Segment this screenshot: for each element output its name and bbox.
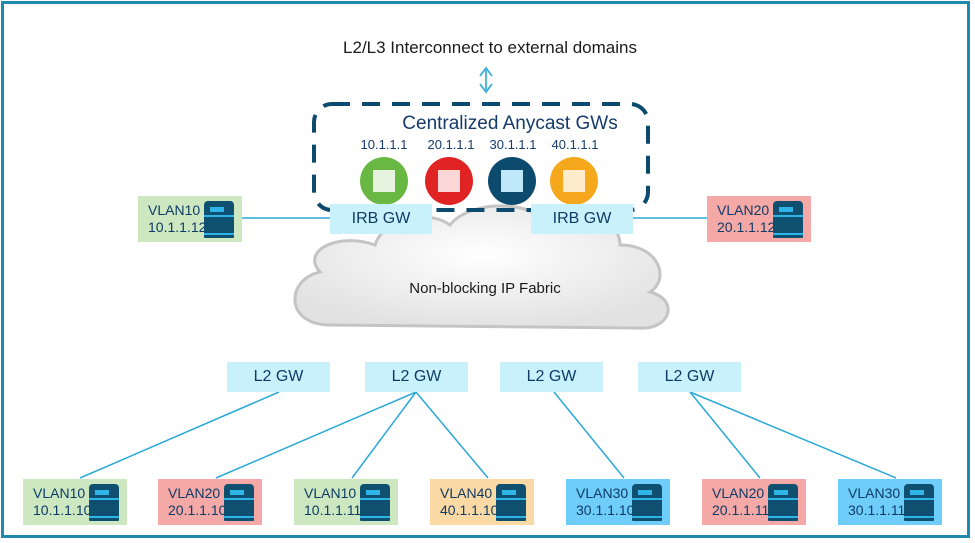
router-icon[interactable] [488, 157, 536, 205]
server-icon [89, 484, 119, 521]
fabric-label: Non-blocking IP Fabric [409, 280, 561, 297]
server-icon [496, 484, 526, 521]
interconnect-title: L2/L3 Interconnect to external domains [343, 38, 637, 57]
host-vlan: VLAN40 [440, 485, 493, 501]
host-vlan: VLAN10 [33, 485, 86, 501]
host-ip: 20.1.1.11 [712, 502, 770, 518]
link-l2gw1-host1 [79, 391, 280, 479]
host-vlan: VLAN20 [717, 202, 770, 218]
host-ip: 10.1.1.12 [148, 219, 207, 235]
host-vlan: VLAN30 [848, 485, 901, 501]
gateway-ip: 20.1.1.1 [427, 137, 475, 152]
host-ip: 20.1.1.10 [168, 502, 227, 518]
server-icon [632, 484, 662, 521]
l2-gateway[interactable]: L2 GW [227, 362, 330, 392]
server-icon [224, 484, 254, 521]
router-icon[interactable] [360, 157, 408, 205]
l2-gateway[interactable]: L2 GW [365, 362, 468, 392]
host-vlan: VLAN30 [576, 485, 629, 501]
server-icon [360, 484, 390, 521]
host-ip: 10.1.1.10 [33, 502, 92, 518]
link-l2gw4-host6 [689, 391, 761, 479]
host-vlan: VLAN10 [148, 202, 201, 218]
host-ip: 20.1.1.12 [717, 219, 776, 235]
router-icon[interactable] [550, 157, 598, 205]
fabric-cloud [293, 204, 670, 330]
server-icon [768, 484, 798, 521]
gateway-ip: 40.1.1.1 [551, 137, 599, 152]
host-ip: 40.1.1.10 [440, 502, 499, 518]
link-l2gw2-host2 [215, 391, 417, 479]
l2-gateway[interactable]: L2 GW [638, 362, 741, 392]
host-ip: 30.1.1.11 [848, 502, 906, 518]
bidirectional-arrow-icon [479, 66, 493, 94]
router-icon[interactable] [425, 157, 473, 205]
link-l2gw4-host7 [689, 391, 897, 479]
anycast-group-border [312, 102, 650, 212]
server-icon [904, 484, 934, 521]
link-l2gw2-host3 [351, 391, 417, 479]
l2-gateway[interactable]: L2 GW [500, 362, 603, 392]
irb-gateway-left[interactable]: IRB GW [330, 204, 432, 234]
server-icon [204, 201, 234, 238]
host-ip: 30.1.1.10 [576, 502, 635, 518]
gateway-ip: 10.1.1.1 [360, 137, 408, 152]
host-vlan: VLAN20 [712, 485, 765, 501]
host-vlan: VLAN10 [304, 485, 357, 501]
link-l2gw2-host4 [415, 391, 489, 479]
gateway-ip: 30.1.1.1 [489, 137, 537, 152]
host-ip: 10.1.1.11 [304, 502, 362, 518]
server-icon [773, 201, 803, 238]
link-l2gw3-host5 [553, 391, 625, 479]
anycast-group-title: Centralized Anycast GWs [402, 113, 618, 134]
host-vlan: VLAN20 [168, 485, 221, 501]
irb-gateway-right[interactable]: IRB GW [531, 204, 633, 234]
